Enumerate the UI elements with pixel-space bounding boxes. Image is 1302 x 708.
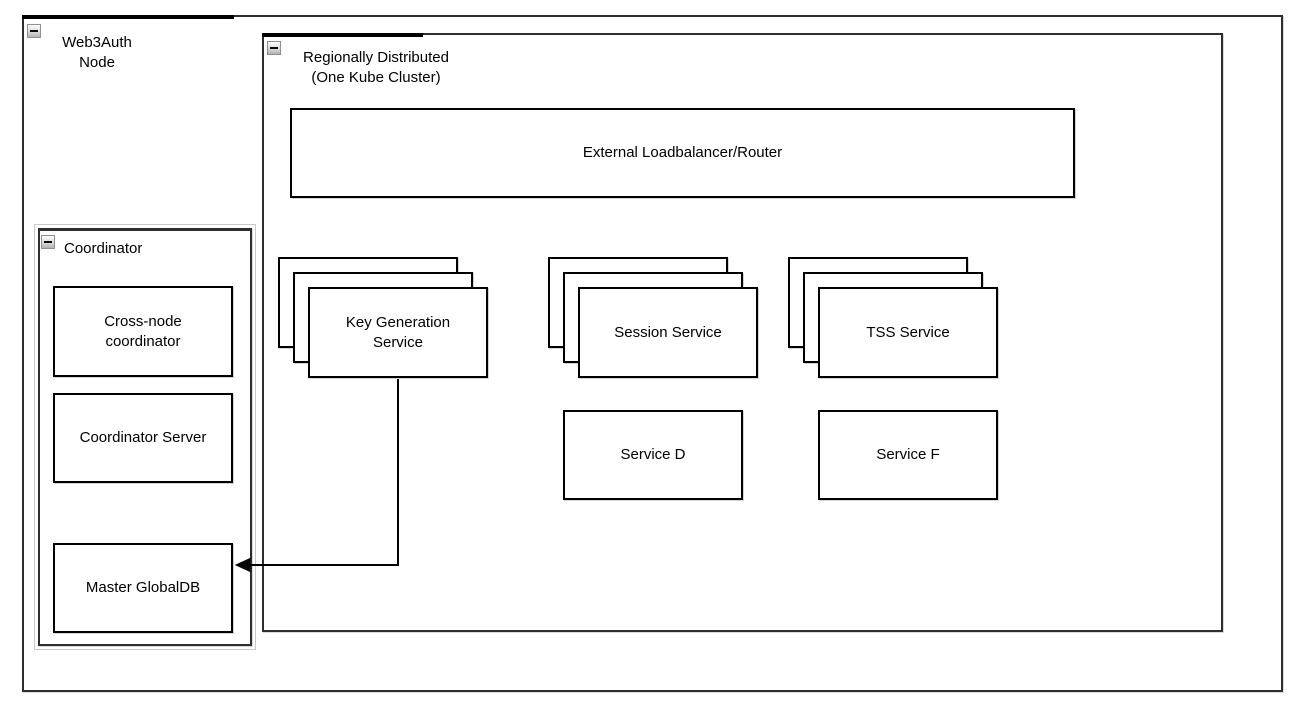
cross-node-coordinator-box: Cross-node coordinator [53, 286, 233, 377]
region-label: Regionally Distributed (One Kube Cluster… [303, 49, 449, 86]
minus-icon [30, 30, 38, 32]
external-loadbalancer-box: External Loadbalancer/Router [290, 108, 1075, 198]
service-f-label: Service F [876, 446, 940, 463]
external-loadbalancer-label: External Loadbalancer/Router [582, 144, 783, 161]
session-service-label: Session Service [614, 323, 722, 341]
tss-service-label: TSS Service [866, 323, 950, 341]
cross-node-coordinator-label: Cross-node coordinator [104, 312, 182, 350]
key-generation-service-box: Key Generation Service [308, 287, 488, 378]
master-globaldb-label: Master GlobalDB [85, 579, 201, 596]
service-d-box: Service D [563, 410, 743, 500]
web3auth-node-label: Web3Auth Node [62, 34, 132, 71]
coordinator-label: Coordinator [64, 240, 143, 257]
region-collapse-button[interactable] [267, 41, 281, 55]
key-generation-service-label: Key Generation Service [345, 313, 451, 351]
tss-service-box: TSS Service [818, 287, 998, 378]
coordinator-server-box: Coordinator Server [53, 393, 233, 483]
web3auth-node-header-border [22, 15, 234, 19]
coordinator-collapse-button[interactable] [41, 235, 55, 249]
coordinator-container: Coordinator Cross-node coordinator Coord… [34, 224, 256, 650]
region-container: Regionally Distributed (One Kube Cluster… [262, 33, 1223, 632]
service-f-box: Service F [818, 410, 998, 500]
session-service-box: Session Service [578, 287, 758, 378]
minus-icon [270, 47, 278, 49]
web3auth-node-container: Web3Auth Node Regionally Distributed (On… [22, 15, 1283, 692]
web3auth-collapse-button[interactable] [27, 24, 41, 38]
region-header-border [262, 33, 423, 37]
service-d-label: Service D [620, 446, 686, 463]
coordinator-server-label: Coordinator Server [79, 429, 207, 446]
master-globaldb-box: Master GlobalDB [53, 543, 233, 633]
minus-icon [44, 241, 52, 243]
